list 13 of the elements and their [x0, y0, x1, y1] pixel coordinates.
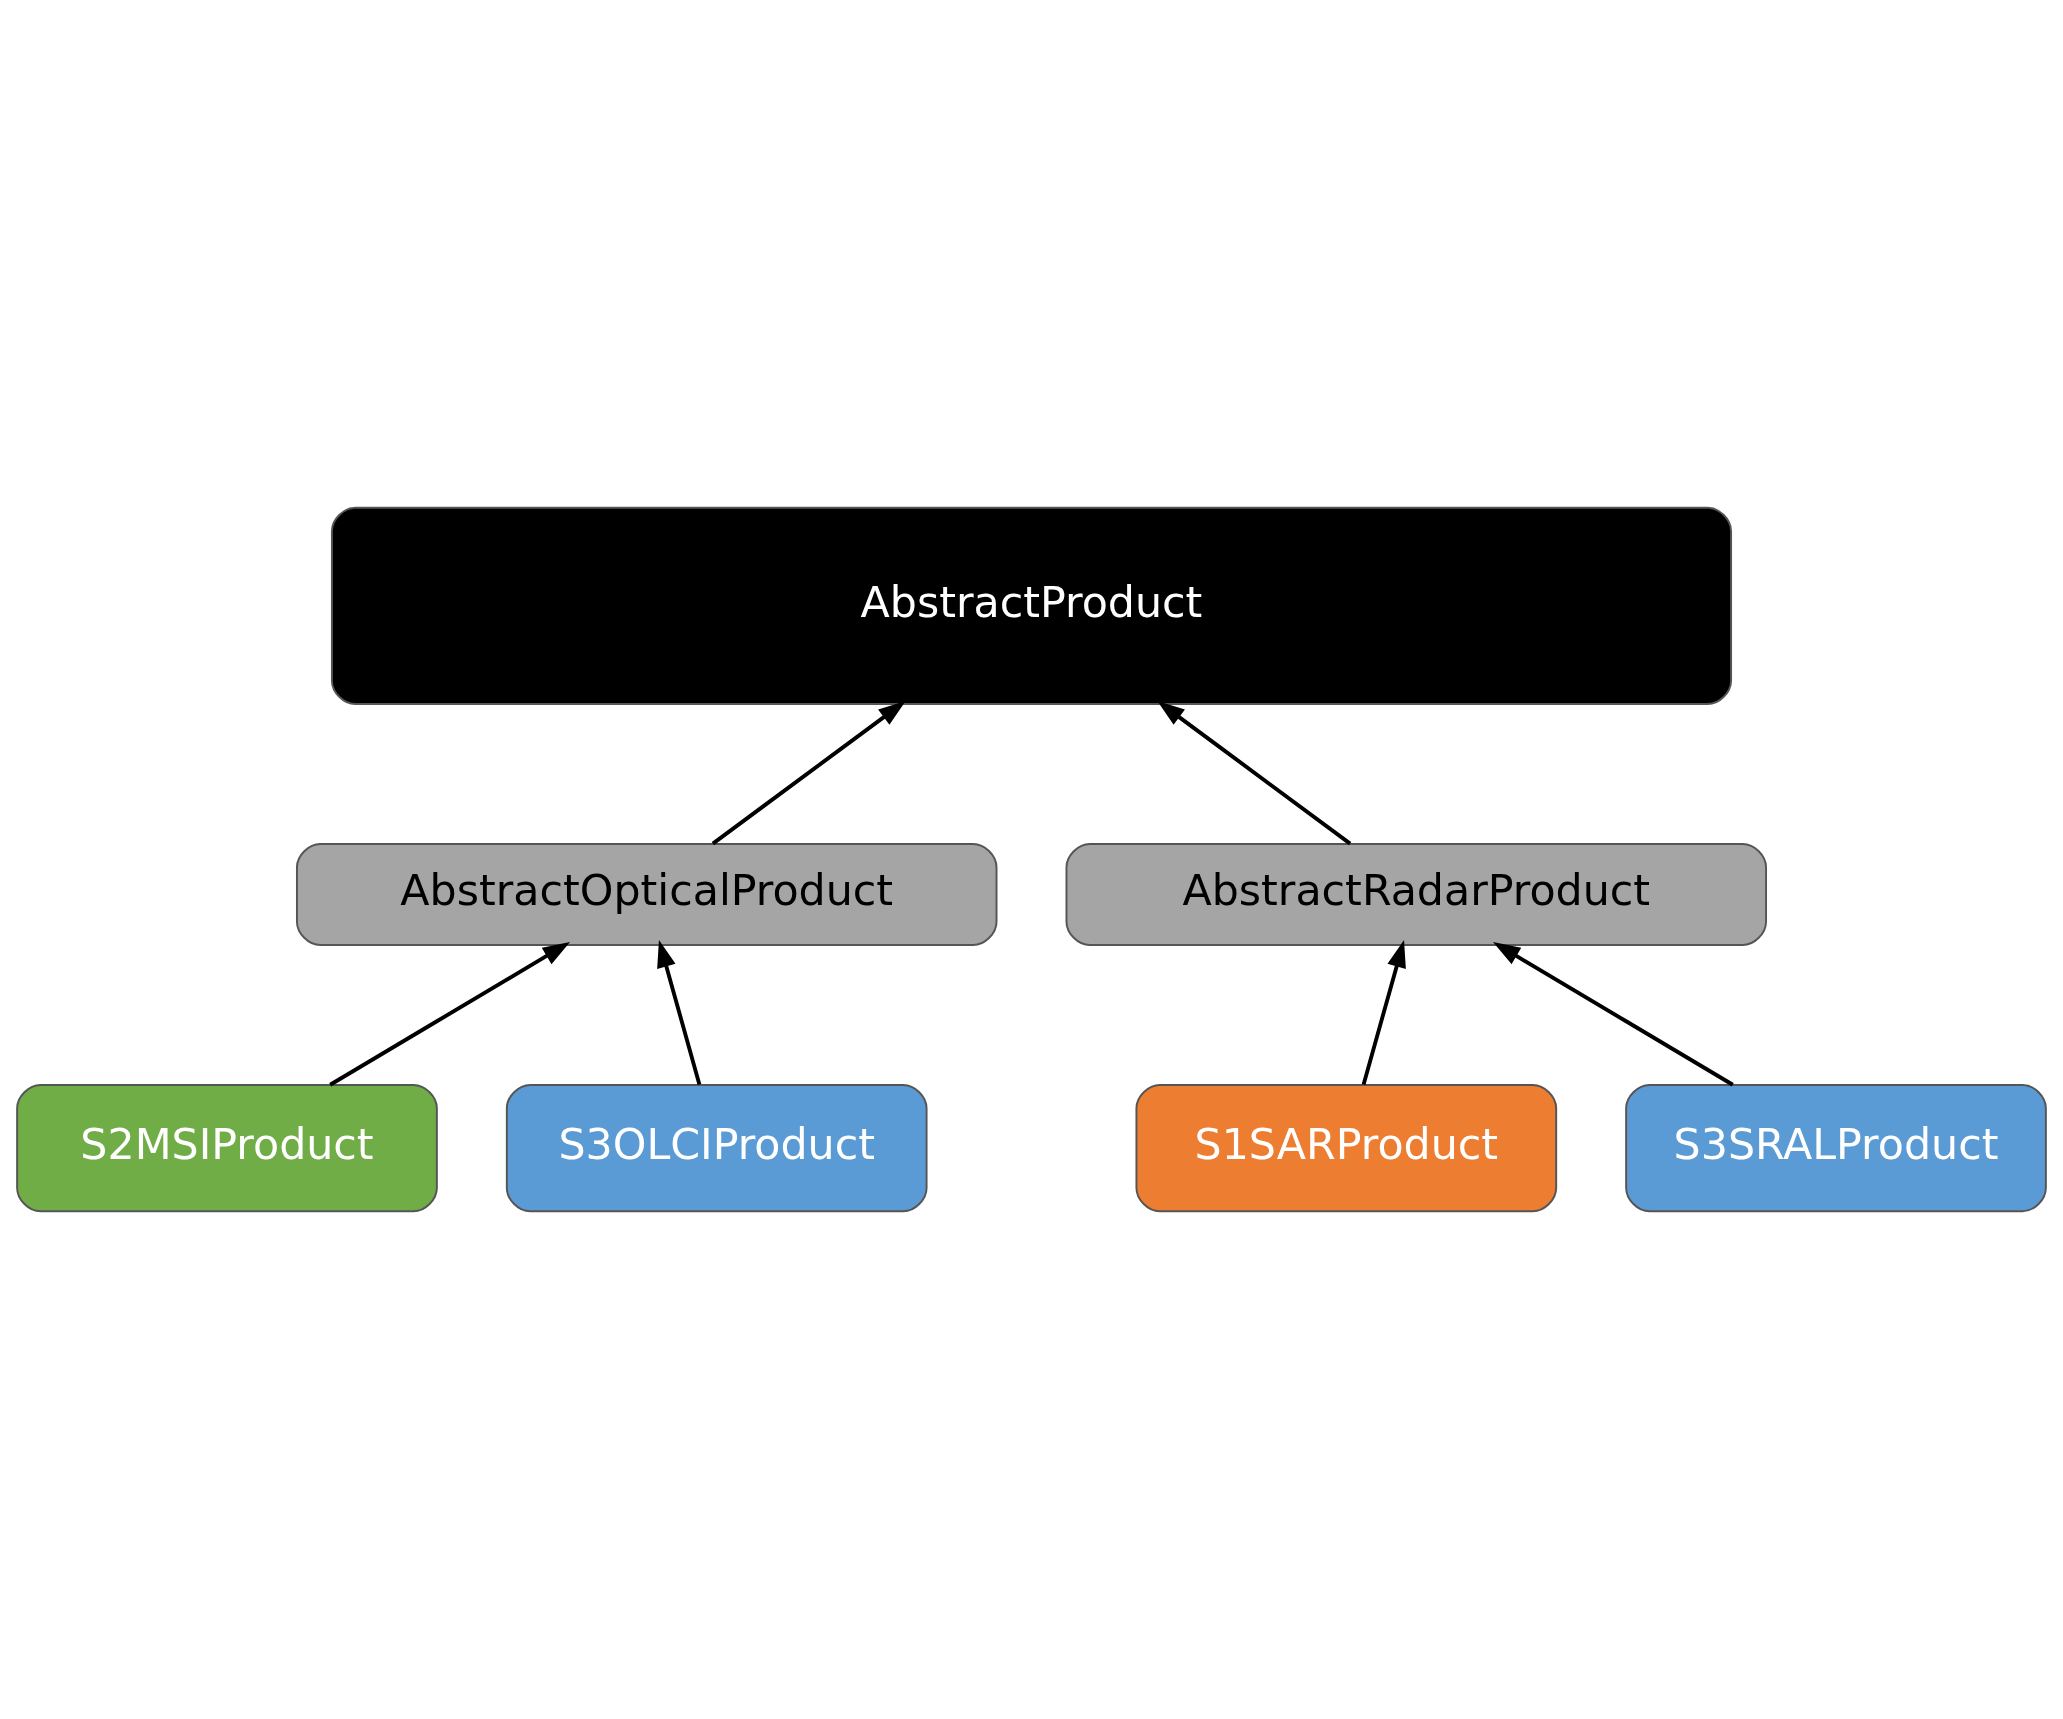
arrow: [711, 700, 906, 846]
node-box: AbstractProduct: [330, 506, 1733, 705]
arrow: [329, 942, 571, 1087]
node-box: S3SRALProduct: [1625, 1083, 2047, 1213]
node-box: S2MSIProduct: [16, 1083, 438, 1213]
node-box: AbstractRadarProduct: [1065, 843, 1767, 946]
node-box: S1SARProduct: [1135, 1083, 1558, 1213]
arrow: [1492, 942, 1734, 1087]
arrow: [657, 940, 702, 1085]
arrow: [1157, 700, 1352, 846]
node-box: S3OLCIProduct: [505, 1083, 928, 1213]
arrow: [1361, 940, 1406, 1085]
node-box: AbstractOpticalProduct: [295, 843, 998, 946]
